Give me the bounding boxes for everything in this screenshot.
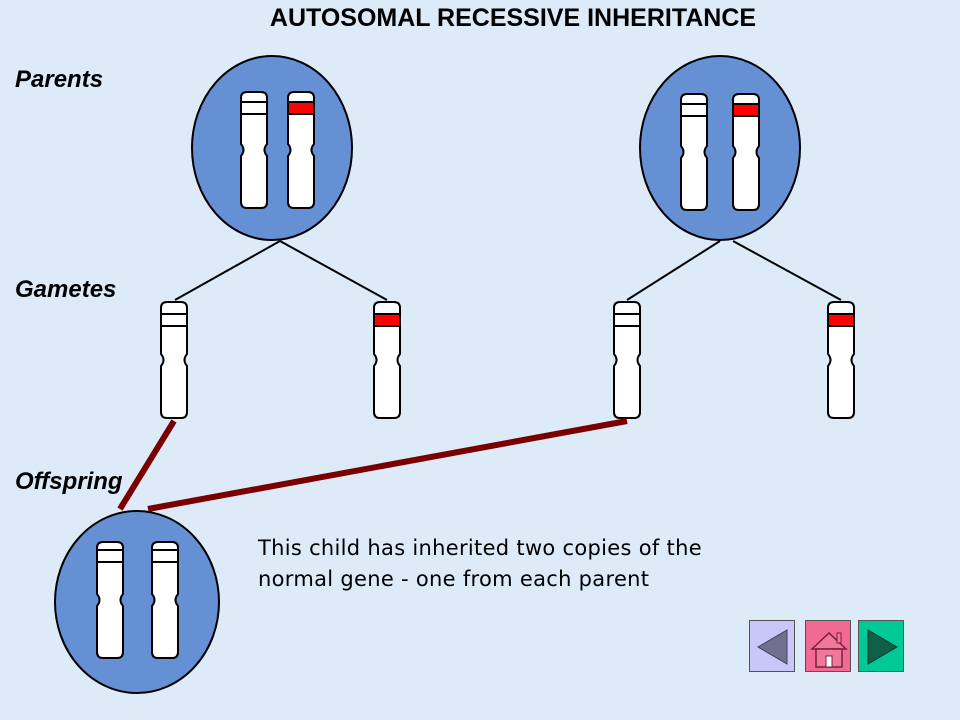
gamete-chromosome-normal <box>613 301 641 419</box>
gametes-label: Gametes <box>15 276 117 303</box>
gamete-chromosome-recessive <box>827 301 855 419</box>
recessive-allele-band <box>373 313 401 327</box>
connector-line <box>174 240 281 301</box>
gamete-chromosome-recessive <box>373 301 401 419</box>
connector-line <box>732 240 842 301</box>
back-button[interactable] <box>749 620 795 672</box>
page-title: AUTOSOMAL RECESSIVE INHERITANCE <box>269 4 757 32</box>
normal-allele-band <box>680 103 708 117</box>
recessive-allele-band <box>287 101 315 115</box>
forward-arrow-icon <box>867 629 898 665</box>
chromosome-recessive <box>287 91 315 209</box>
chromosome-normal <box>680 93 708 211</box>
offspring-chromosome-normal <box>151 541 179 659</box>
home-button[interactable] <box>805 620 851 672</box>
back-arrow-icon <box>757 629 788 665</box>
offspring-cell <box>54 510 220 694</box>
chromosome-recessive <box>732 93 760 211</box>
parent-cell-left <box>191 55 353 241</box>
chromosome-normal <box>240 91 268 209</box>
normal-allele-band <box>240 101 268 115</box>
parent-cell-right <box>639 55 801 241</box>
recessive-allele-band <box>827 313 855 327</box>
normal-allele-band <box>151 549 179 563</box>
connector-line <box>626 240 721 301</box>
gamete-chromosome-normal <box>160 301 188 419</box>
explanation-text: This child has inherited two copies of t… <box>258 536 702 591</box>
offspring-label: Offspring <box>15 468 123 495</box>
inheritance-line-right <box>147 418 628 512</box>
home-icon <box>810 631 848 668</box>
normal-allele-band <box>96 549 124 563</box>
forward-button[interactable] <box>858 620 904 672</box>
recessive-allele-band <box>732 103 760 117</box>
normal-allele-band <box>160 313 188 327</box>
connector-line <box>279 240 388 301</box>
offspring-chromosome-normal <box>96 541 124 659</box>
normal-allele-band <box>613 313 641 327</box>
parents-label: Parents <box>15 66 104 93</box>
inheritance-line-left <box>117 419 177 511</box>
